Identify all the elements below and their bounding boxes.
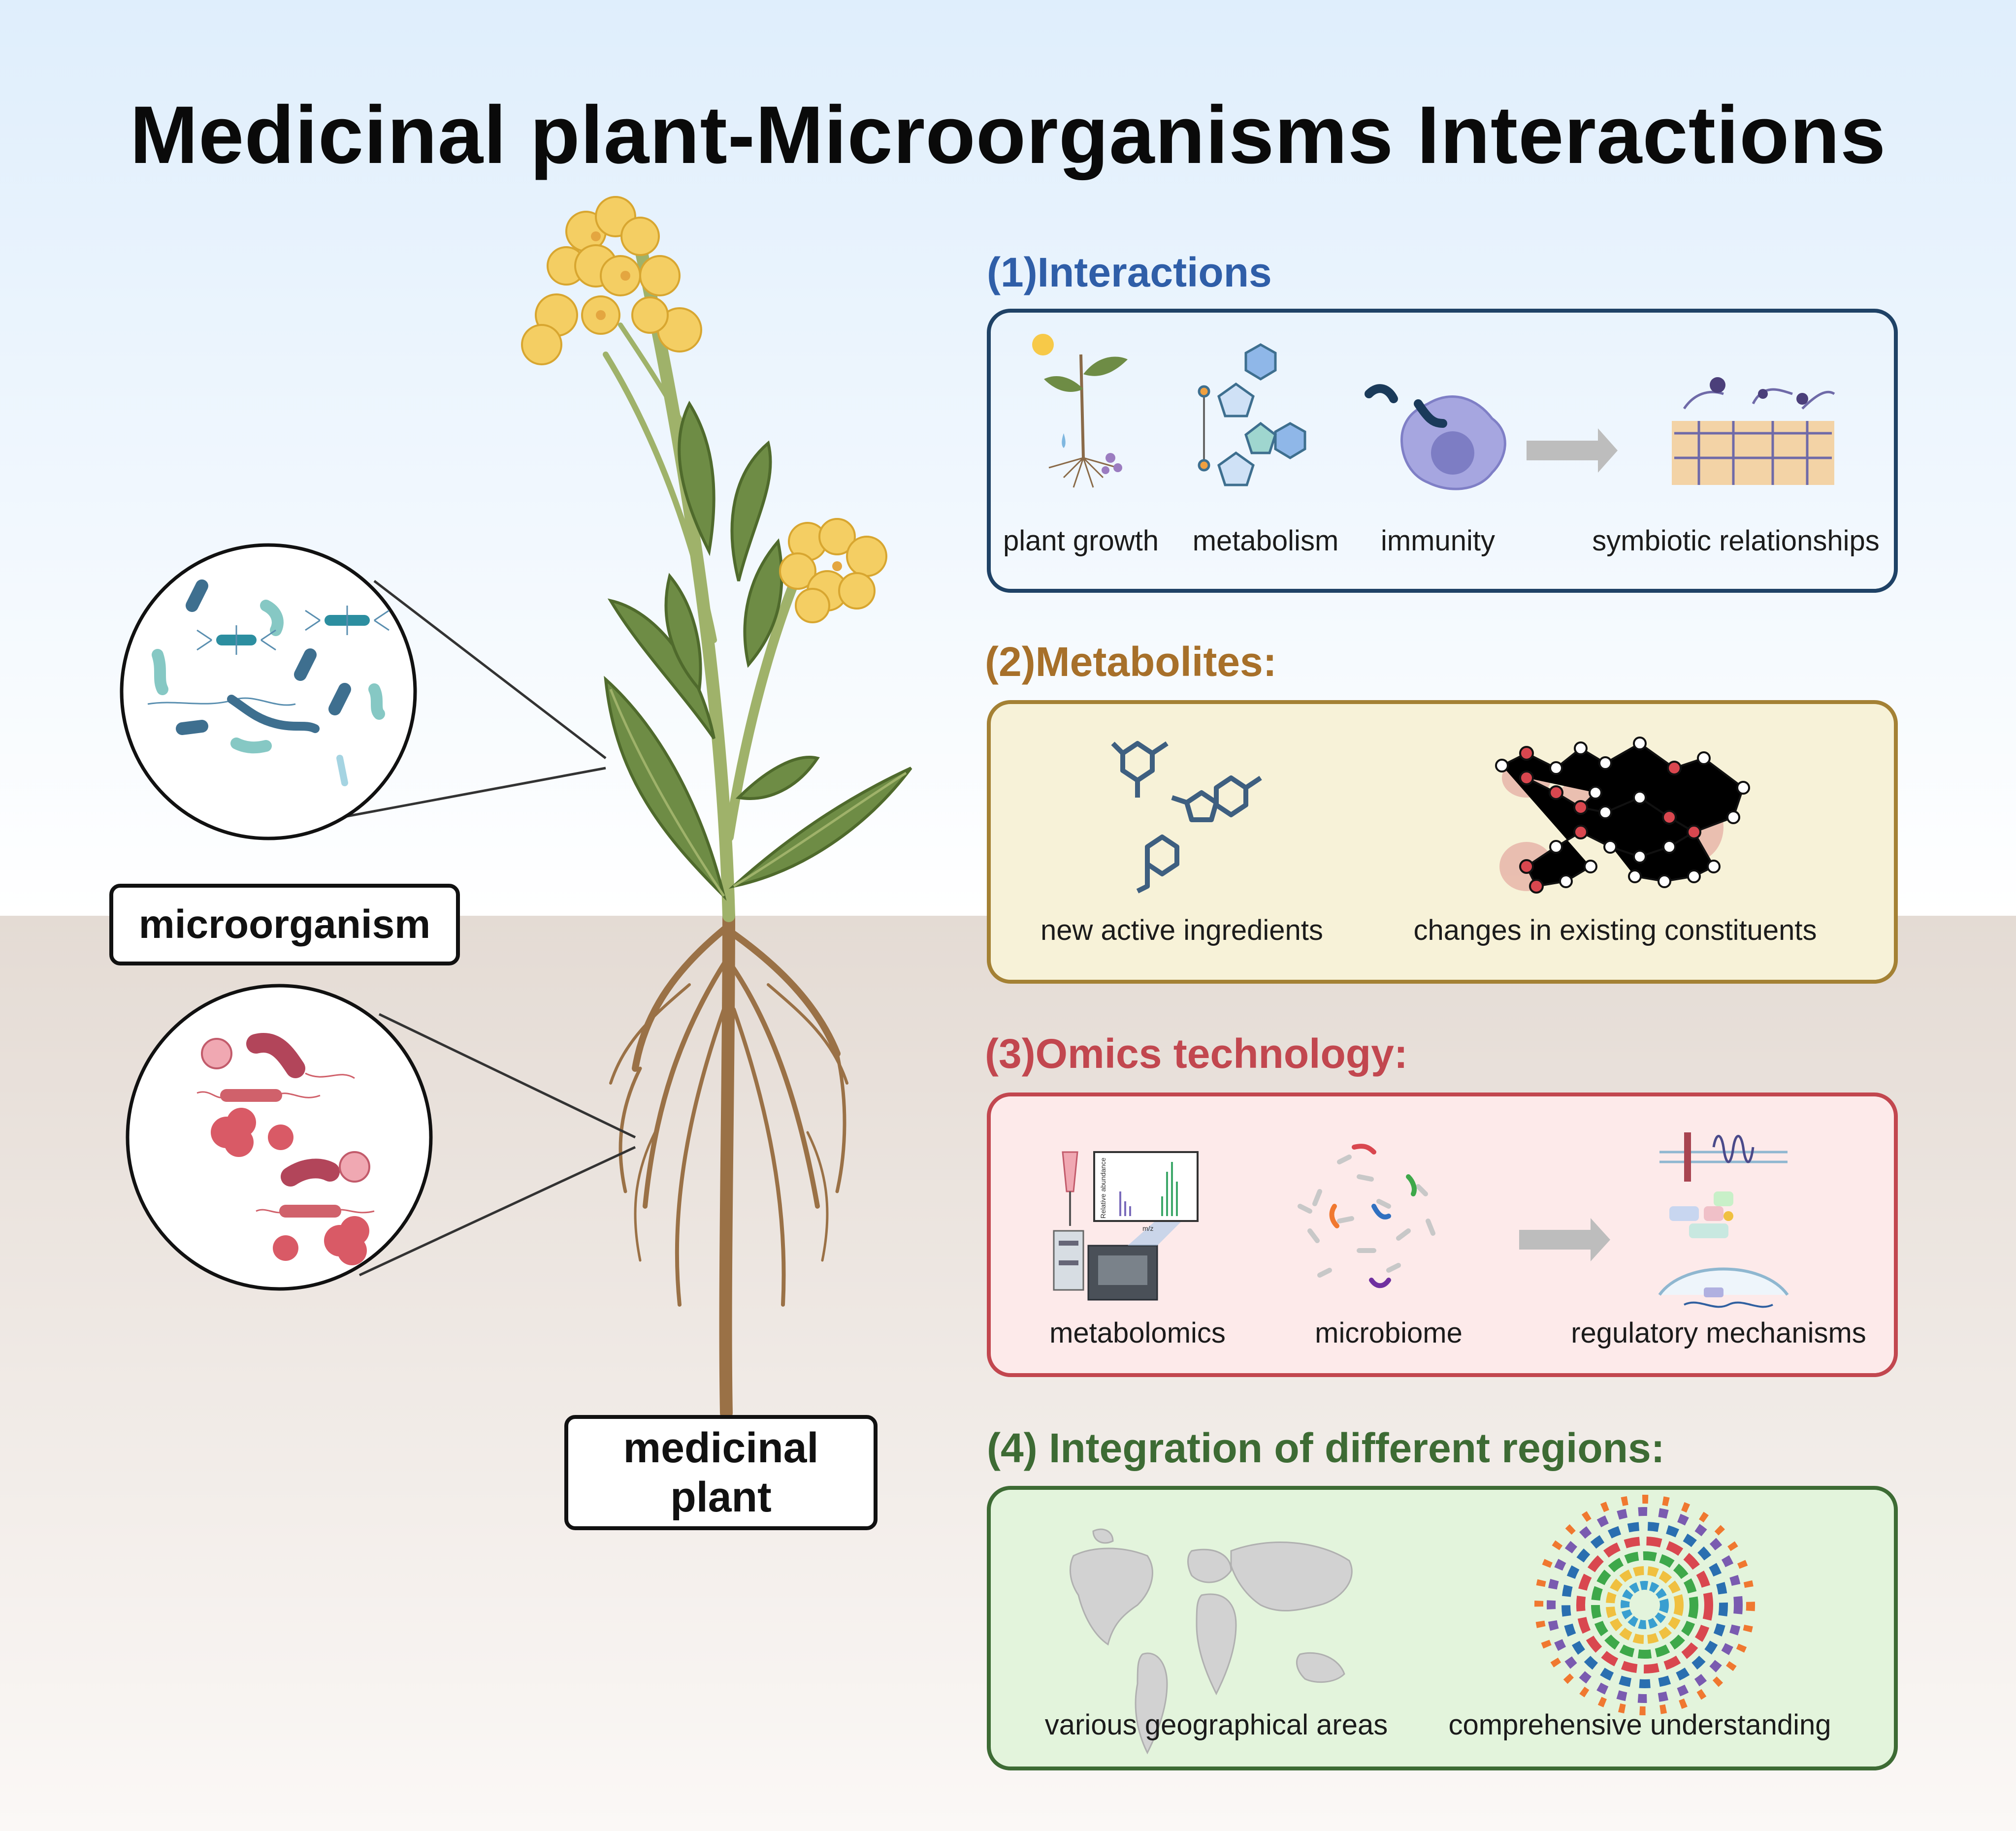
beneficial-microbes-icon	[120, 543, 417, 840]
arrow-right-icon	[1519, 1218, 1610, 1261]
metabolic-network-icon	[1495, 737, 1750, 894]
section-omics-heading: (3)Omics technology:	[985, 1030, 1408, 1077]
medicinal-plant-label: medicinal plant	[564, 1415, 878, 1530]
pathogenic-microbes-icon	[126, 984, 433, 1291]
microorganism-label: microorganism	[109, 884, 460, 965]
medicinal-plant-label-line1: medicinal	[623, 1424, 819, 1472]
caption-comprehensive-understanding: comprehensive understanding	[1448, 1709, 1831, 1741]
caption-microbiome: microbiome	[1315, 1317, 1463, 1349]
page-title: Medicinal plant-Microorganisms Interacti…	[130, 90, 1886, 181]
caption-symbiotic-relationships: symbiotic relationships	[1592, 525, 1880, 557]
microorganism-label-text: microorganism	[138, 902, 431, 947]
medicinal-plant-label-line2: plant	[670, 1474, 772, 1521]
section-interactions-heading: (1)Interactions	[987, 249, 1272, 295]
signaling-pathway-icon	[1658, 1132, 1789, 1308]
caption-immunity: immunity	[1380, 525, 1496, 557]
microbiome-dna-icon	[1298, 1144, 1435, 1288]
caption-changes-in-existing-constituents: changes in existing constituents	[1413, 914, 1817, 946]
caption-metabolomics: metabolomics	[1049, 1317, 1226, 1349]
ms-x-axis-label: m/z	[1142, 1224, 1154, 1232]
caption-various-geographical-areas: various geographical areas	[1044, 1709, 1388, 1741]
chemical-structure-icon	[1111, 741, 1262, 894]
caption-metabolism: metabolism	[1192, 525, 1339, 557]
mass-spectrometry-icon: Relative abundance m/z	[1053, 1151, 1199, 1301]
caption-new-active-ingredients: new active ingredients	[1041, 914, 1323, 946]
caption-plant-growth: plant growth	[1003, 525, 1159, 557]
medicinal-plant-icon	[521, 196, 912, 1419]
circular-diagram-icon	[1534, 1495, 1755, 1715]
interactions-panel	[987, 309, 1898, 593]
caption-regulatory-mechanisms: regulatory mechanisms	[1571, 1317, 1866, 1349]
section-regions-heading: (4) Integration of different regions:	[987, 1425, 1665, 1471]
ms-y-axis-label: Relative abundance	[1099, 1157, 1107, 1219]
section-metabolites-heading: (2)Metabolites:	[985, 639, 1277, 685]
